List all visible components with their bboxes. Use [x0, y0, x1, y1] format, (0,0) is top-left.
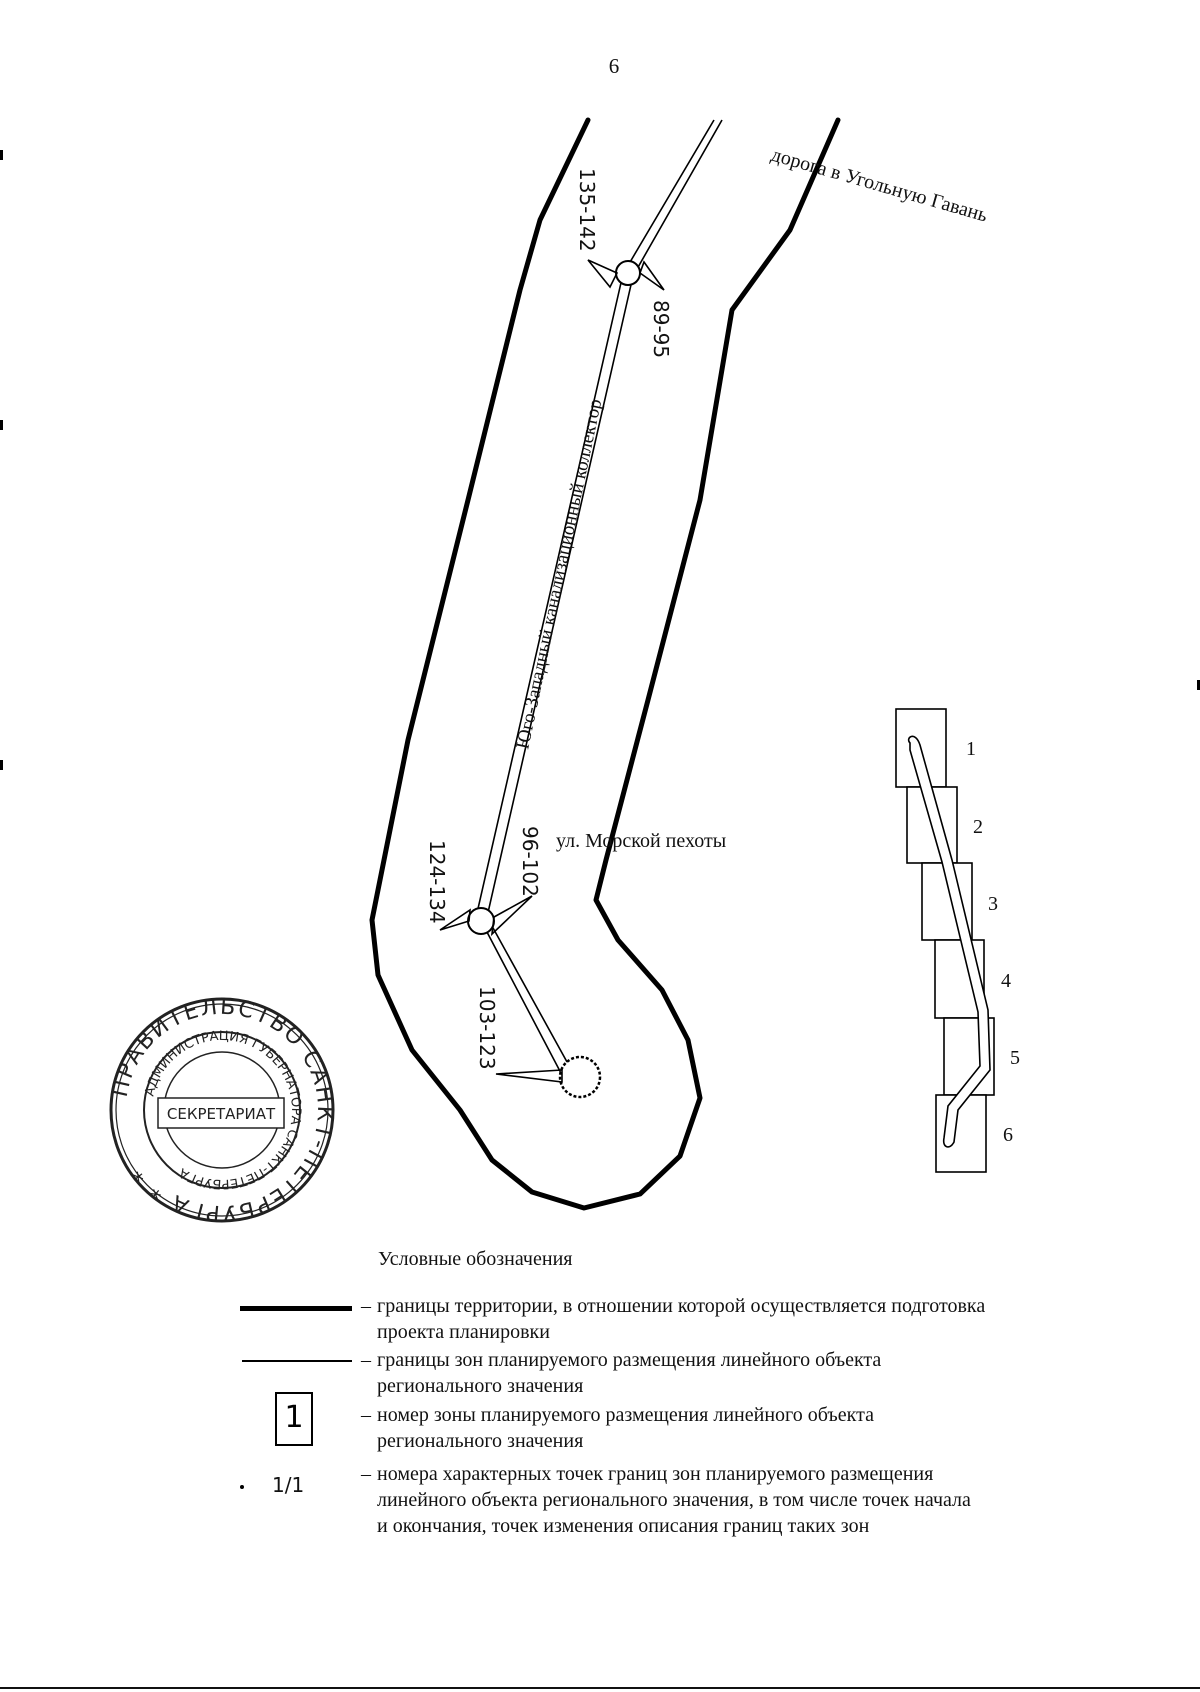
junction-bottom: [558, 1055, 602, 1099]
legend-zone-number-text: –номер зоны планируемого размещения лине…: [361, 1402, 1121, 1454]
legend-territory-line1: границы территории, в отношении которой …: [377, 1295, 986, 1317]
legend-points-line1: номера характерных точек границ зон план…: [377, 1463, 934, 1485]
point-label-96-102: 96-102: [518, 826, 542, 897]
leader-top-left: [587, 259, 619, 289]
territory-boundary-outer: [369, 117, 841, 1211]
legend-territory-line2: проекта планировки: [377, 1321, 550, 1343]
point-label-89-95: 89-95: [649, 300, 673, 358]
leader-mid-right: [490, 895, 533, 937]
point-label-103-123: 103-123: [475, 986, 499, 1070]
scan-bottom-edge: [0, 1687, 1200, 1689]
legend-title: Условные обозначения: [378, 1248, 573, 1270]
scan-edge-mark: [1197, 680, 1200, 690]
scan-edge-mark: [0, 760, 3, 770]
legend-points-line2: линейного объекта регионального значения…: [377, 1489, 971, 1511]
legend-points-text: –номера характерных точек границ зон пла…: [361, 1461, 1121, 1539]
point-label-124-134: 124-134: [425, 840, 449, 924]
page-number: 6: [608, 54, 620, 78]
point-label-135-142: 135-142: [575, 168, 599, 252]
legend-thick-line-symbol: [240, 1306, 352, 1311]
street-label: ул. Морской пехоты: [556, 830, 726, 852]
legend-point-dot-symbol: [240, 1485, 244, 1489]
legend-territory-text: –границы территории, в отношении которой…: [361, 1293, 1121, 1345]
leader-bottom: [495, 1069, 563, 1083]
zone-number-3: 3: [988, 893, 998, 915]
road-label: дорога в Угольную Гавань: [769, 144, 991, 227]
zone-corridor-right: [486, 119, 723, 1072]
zone-number-6: 6: [1003, 1124, 1013, 1146]
legend-zone-boundary-text: –границы зон планируемого размещения лин…: [361, 1347, 1121, 1399]
leader-mid-left: [439, 908, 471, 931]
junction-middle: [467, 907, 495, 935]
legend-point-sample: 1/1: [272, 1473, 305, 1497]
legend-zone-number-line1: номер зоны планируемого размещения линей…: [377, 1404, 874, 1426]
zone-corridor-left: [476, 119, 715, 1076]
legend-zone-boundary-line1: границы зон планируемого размещения лине…: [377, 1349, 882, 1371]
legend-zone-number-line2: регионального значения: [377, 1430, 584, 1452]
official-stamp: ПРАВИТЕЛЬСТВО САНКТ-ПЕТЕРБУРГА * * АДМИН…: [108, 995, 336, 1226]
zone-number-1: 1: [966, 738, 976, 760]
legend-points-line3: и окончания, точек изменения описания гр…: [377, 1515, 870, 1537]
zone-number-5: 5: [1010, 1047, 1020, 1069]
zone-index-schematic: 1 2 3 4 5 6: [895, 708, 1020, 1173]
junction-top: [615, 260, 641, 286]
zone-number-2: 2: [973, 816, 983, 838]
legend-zone-boundary-line2: регионального значения: [377, 1375, 584, 1397]
legend-thin-line-symbol: [242, 1360, 352, 1362]
svg-text:СЕКРЕТАРИАТ: СЕКРЕТАРИАТ: [167, 1105, 276, 1123]
scan-edge-mark: [0, 420, 3, 430]
scan-edge-mark: [0, 150, 3, 160]
zone-index-corridor: [907, 735, 991, 1148]
collector-label: Юго-Западный канализационный коллектор: [512, 397, 606, 751]
leader-top-right: [639, 260, 665, 291]
zone-number-4: 4: [1001, 970, 1011, 992]
legend-zone-box-symbol: 1: [275, 1392, 313, 1446]
collector-label-path: Юго-Западный канализационный коллектор: [512, 397, 606, 751]
